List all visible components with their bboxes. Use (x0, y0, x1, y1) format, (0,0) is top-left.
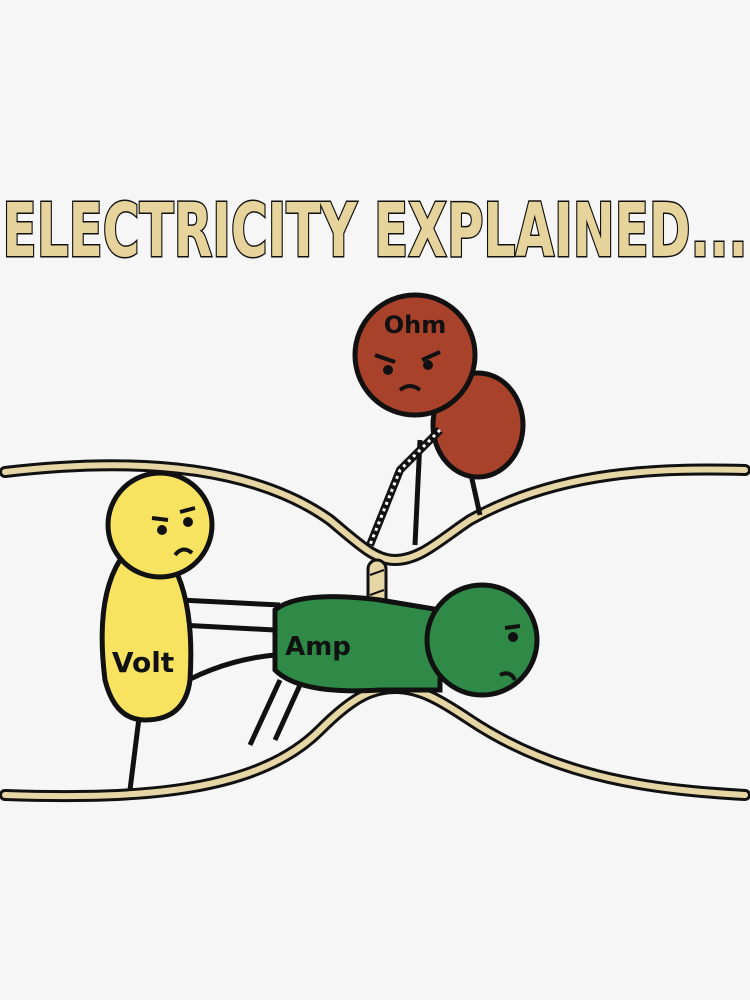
ohm-label: Ohm (384, 311, 447, 339)
ohm-character: Ohm (352, 292, 526, 547)
title-outline: ELECTRICITY EXPLAINED... (3, 188, 748, 274)
volt-character: Volt (99, 470, 281, 791)
amp-character: Amp (247, 582, 540, 747)
volt-label: Volt (112, 646, 174, 679)
amp-label: Amp (285, 632, 351, 662)
